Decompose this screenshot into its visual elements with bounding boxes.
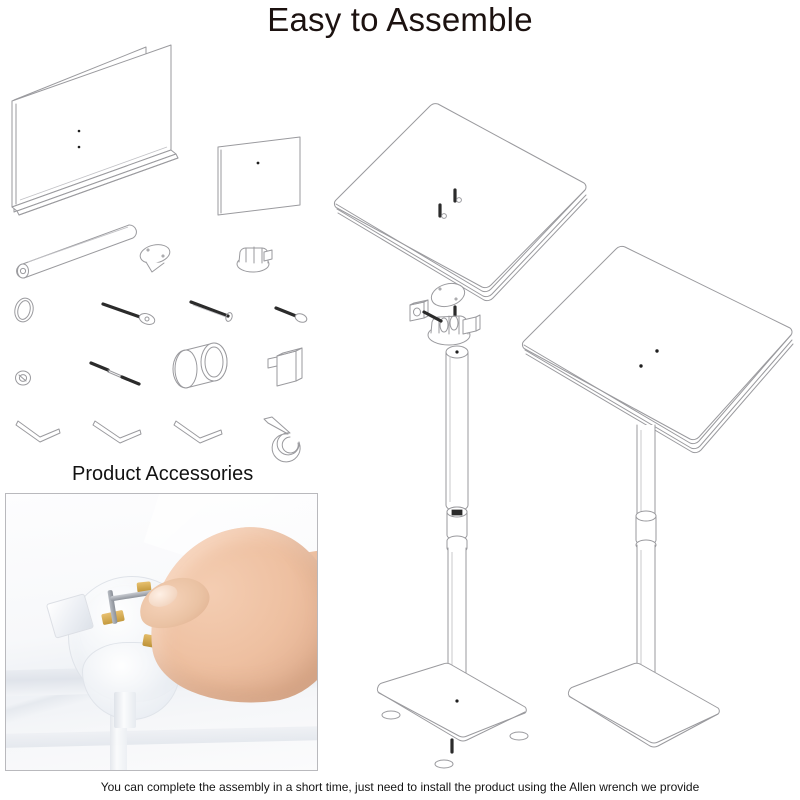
part-swivel-bracket [236, 246, 273, 273]
acrylic-shelf-lower [6, 726, 317, 748]
part-base-plate [217, 136, 301, 216]
assembly-lectern-assembled [521, 245, 794, 748]
bottom-caption: You can complete the assembly in a short… [100, 780, 700, 794]
product-accessories-photo [5, 493, 318, 771]
part-threaded-rod [189, 300, 233, 322]
part-oval-cap [139, 244, 171, 273]
part-short-screw [274, 306, 308, 323]
part-washer [14, 297, 34, 323]
part-spanner-wrench [263, 416, 301, 463]
part-upper-tube [16, 224, 137, 279]
part-allen-wrench-3 [173, 420, 223, 444]
part-main-panel [11, 44, 179, 216]
page-title: Easy to Assemble [267, 1, 533, 38]
assembled-collar [635, 510, 657, 551]
part-flat-head-bolt [101, 302, 156, 325]
part-double-end-screw [89, 361, 141, 386]
part-locking-collar [172, 342, 228, 389]
part-allen-wrench-2 [92, 420, 142, 444]
telescoping-collar [446, 506, 468, 554]
tabletop-screws [438, 188, 462, 219]
swivel-bracket-assembly [427, 314, 481, 346]
part-thumb-knob [267, 347, 303, 387]
part-allen-wrench-1 [15, 420, 61, 443]
assembly-lectern-exploded [333, 103, 588, 769]
exploded-thumb-knob [409, 299, 443, 323]
acrylic-stem [114, 692, 136, 728]
section-label: Product Accessories [72, 463, 254, 485]
part-small-nut [15, 370, 31, 386]
